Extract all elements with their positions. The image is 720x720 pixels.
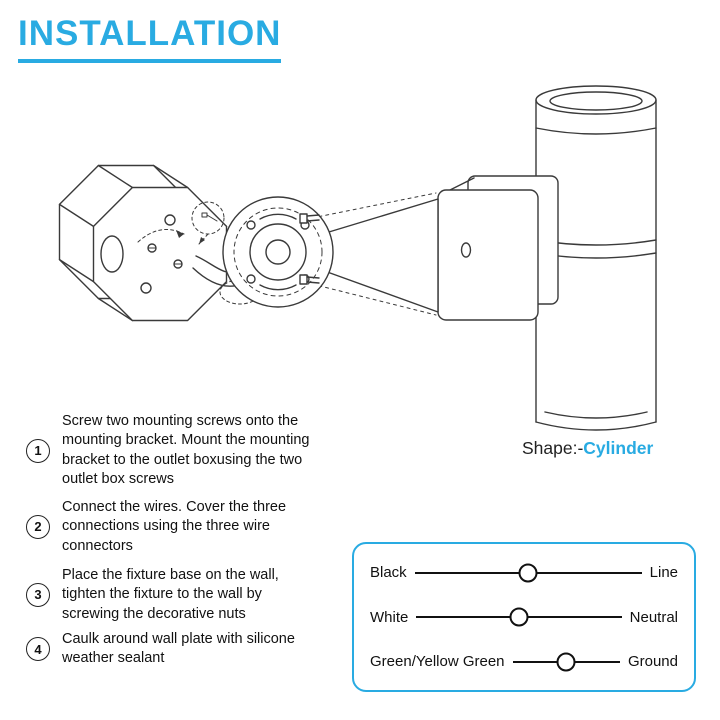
wire-row-black: Black Line [370, 563, 678, 582]
page-title: INSTALLATION [18, 14, 282, 63]
step-number-badge: 2 [26, 514, 50, 539]
wire-function-label: Line [649, 564, 678, 581]
wire-line [416, 607, 622, 627]
title-wrap: INSTALLATION [18, 14, 282, 63]
step-number-badge: 1 [26, 438, 50, 463]
wire-nut-icon [556, 652, 576, 671]
step-item: 1 Screw two mounting screws onto the mou… [26, 412, 336, 489]
wire-line [414, 563, 642, 582]
installation-diagram [58, 85, 657, 431]
step-number-badge: 4 [26, 637, 50, 662]
wire-function-label: Neutral [629, 608, 678, 626]
wire-color-label: Green/Yellow Green [370, 653, 505, 670]
wall-plate-drawing [437, 175, 559, 321]
wire-nut-icon [509, 607, 529, 627]
step-text: Caulk around wall plate with silicone we… [62, 631, 295, 667]
outlet-box-drawing [58, 164, 243, 322]
step-text: Place the fixture base on the wall, tigh… [62, 567, 279, 622]
step-item: 2 Connect the wires. Cover the three con… [26, 498, 336, 556]
step-item: 4 Caulk around wall plate with silicone … [26, 630, 336, 669]
step-text: Connect the wires. Cover the three conne… [62, 499, 287, 554]
wire-row-white: White Neutral [370, 607, 678, 627]
mounting-screws-drawing [299, 213, 320, 285]
wiring-legend-box: Black Line White Neutral Green/Yellow Gr… [352, 542, 696, 692]
step-item: 3 Place the fixture base on the wall, ti… [26, 566, 336, 624]
mounting-bracket-drawing [222, 196, 334, 308]
wire-color-label: Black [370, 564, 407, 581]
shape-label: Shape:- [522, 438, 584, 458]
wire-line [512, 652, 620, 671]
wire-function-label: Ground [627, 653, 678, 670]
shape-caption: Shape:-Cylinder [522, 438, 653, 459]
step-text: Screw two mounting screws onto the mount… [62, 413, 310, 487]
shape-value: Cylinder [583, 438, 654, 458]
wire-row-ground: Green/Yellow Green Ground [370, 652, 678, 671]
wire-nut-icon [518, 563, 538, 582]
wire-color-label: White [370, 608, 409, 626]
step-number-badge: 3 [26, 582, 50, 607]
